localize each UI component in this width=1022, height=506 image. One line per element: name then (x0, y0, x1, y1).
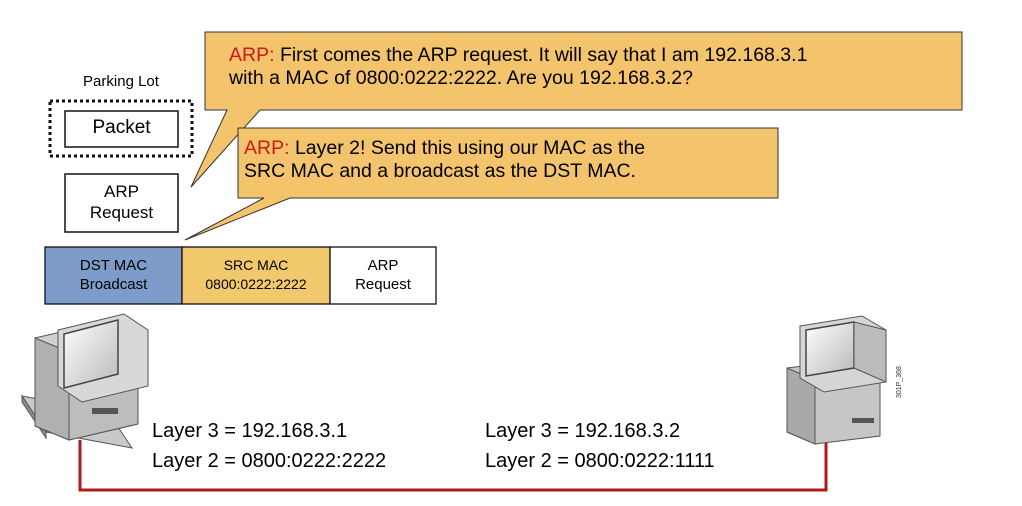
callout-1-shape (190, 31, 963, 188)
arp-request-label: ARP Request (89, 182, 154, 222)
frame-payload-label: ARP Request (355, 257, 411, 293)
figure-id: 301P_368 (896, 366, 903, 398)
computer-left-icon (20, 313, 149, 449)
parking-lot-title: Parking Lot (83, 73, 159, 90)
callout-2: ARP: Layer 2! Send this using our MAC as… (244, 137, 774, 183)
callout-1-line-1: ARP: First comes the ARP request. It wil… (229, 44, 808, 66)
frame-src-mac-cell (181, 246, 331, 305)
callout-1: ARP: First comes the ARP request. It wil… (229, 44, 959, 90)
callout-2-line-1: ARP: Layer 2! Send this using our MAC as… (244, 137, 646, 159)
host-left-layer3: Layer 3 = 192.168.3.1 (152, 420, 348, 442)
host-left-addresses: Layer 3 = 192.168.3.1 Layer 2 = 0800:022… (152, 416, 386, 476)
network-cable (78, 440, 828, 492)
computer-right-icon (786, 315, 887, 445)
callout-2-tag: ARP: (244, 137, 290, 159)
parking-lot-frame (48, 99, 194, 158)
host-right-layer2: Layer 2 = 0800:0222:1111 (485, 450, 715, 472)
callout-1-tag: ARP: (229, 44, 275, 66)
frame-dst-mac-cell (44, 246, 183, 305)
frame-src-mac-label: SRC MAC 0800:0222:2222 (205, 257, 307, 292)
host-right-addresses: Layer 3 = 192.168.3.2 Layer 2 = 0800:022… (485, 416, 715, 476)
host-left-layer2: Layer 2 = 0800:0222:2222 (152, 450, 387, 472)
callout-1-line-2: with a MAC of 0800:0222:2222. Are you 19… (229, 67, 694, 89)
callout-2-shape (184, 127, 779, 241)
arp-request-box (64, 173, 179, 233)
packet-box (64, 110, 179, 148)
frame-payload-cell (329, 246, 437, 305)
frame-dst-mac-label: DST MAC Broadcast (79, 257, 148, 293)
packet-label: Packet (92, 117, 151, 138)
callout-2-line-2: SRC MAC and a broadcast as the DST MAC. (244, 160, 636, 182)
host-right-layer3: Layer 3 = 192.168.3.2 (485, 420, 681, 442)
